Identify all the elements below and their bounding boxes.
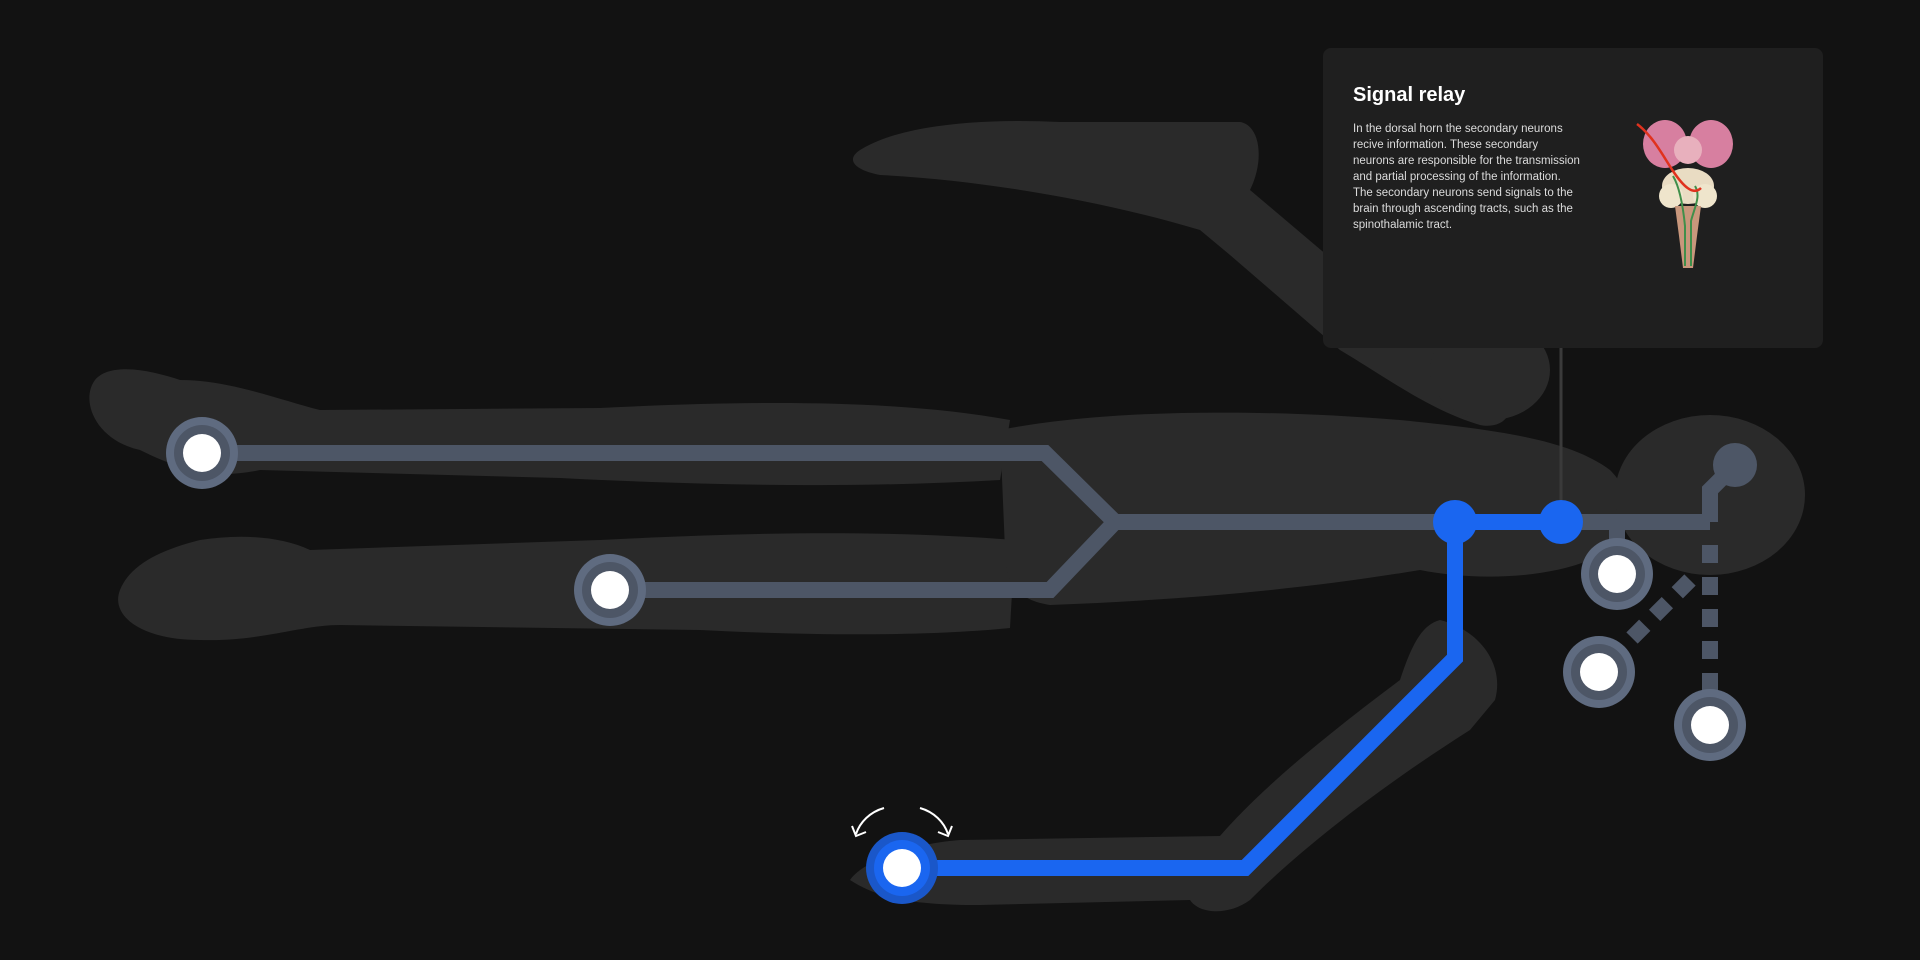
rotate-left-arrowhead (851, 825, 867, 838)
node-foot-active[interactable] (866, 832, 938, 904)
silhouette-raised-arm (852, 120, 1510, 426)
junction-active-2[interactable] (1539, 500, 1583, 544)
brain-stem-icon (1636, 120, 1733, 268)
path-upper-arm (202, 445, 1121, 528)
path-active-leg (902, 522, 1463, 876)
inactive-pathways (202, 445, 1741, 598)
rotate-right-arrow (919, 807, 949, 835)
info-panel: Signal relay In the dorsal horn the seco… (1323, 48, 1823, 348)
info-panel-body: In the dorsal horn the secondary neurons… (1353, 123, 1580, 231)
node-upper-arm-left[interactable] (166, 417, 238, 489)
junction-active-1[interactable] (1433, 500, 1477, 544)
rotate-right-arrowhead (937, 825, 953, 838)
rotate-arrows-icon (851, 807, 953, 838)
info-panel-title: Signal relay (1353, 84, 1466, 106)
node-right-1[interactable] (1581, 538, 1653, 610)
node-right-3[interactable] (1674, 689, 1746, 761)
rotate-left-arrow (855, 807, 885, 835)
node-right-2[interactable] (1563, 636, 1635, 708)
node-lower-arm-left[interactable] (574, 554, 646, 626)
path-lower-arm (610, 516, 1121, 598)
body-silhouette (89, 120, 1805, 912)
dashed-pathways (1614, 545, 1718, 700)
silhouette-lower-arm (118, 533, 1016, 641)
junctions (1433, 443, 1757, 544)
silhouette-torso (1000, 412, 1628, 605)
junction-head[interactable] (1713, 443, 1757, 487)
path-dashed-diagonal (1614, 574, 1696, 656)
